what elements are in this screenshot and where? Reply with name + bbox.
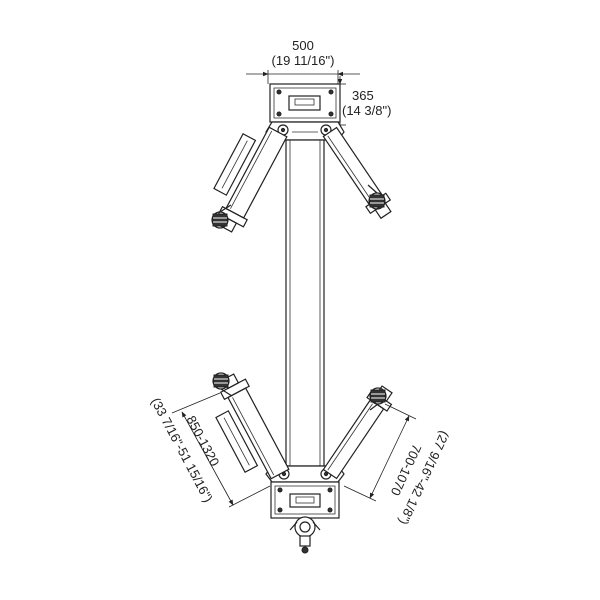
bottom-left-pad [212, 372, 233, 397]
top-left-arm [213, 126, 288, 233]
main-column [285, 139, 325, 467]
width-dimension: 500 (19 11/16") [246, 38, 360, 84]
offset-mm-label: 365 [352, 88, 374, 103]
top-right-pad [367, 184, 386, 210]
bottom-right-pad [369, 387, 387, 411]
bottom-left-arm [215, 373, 290, 480]
width-mm-label: 500 [292, 38, 314, 53]
bottom-carriage [265, 465, 345, 554]
top-carriage [265, 83, 345, 141]
top-left-pad [211, 204, 232, 229]
offset-in-label: (14 3/8") [342, 103, 391, 118]
width-in-label: (19 11/16") [272, 53, 335, 68]
